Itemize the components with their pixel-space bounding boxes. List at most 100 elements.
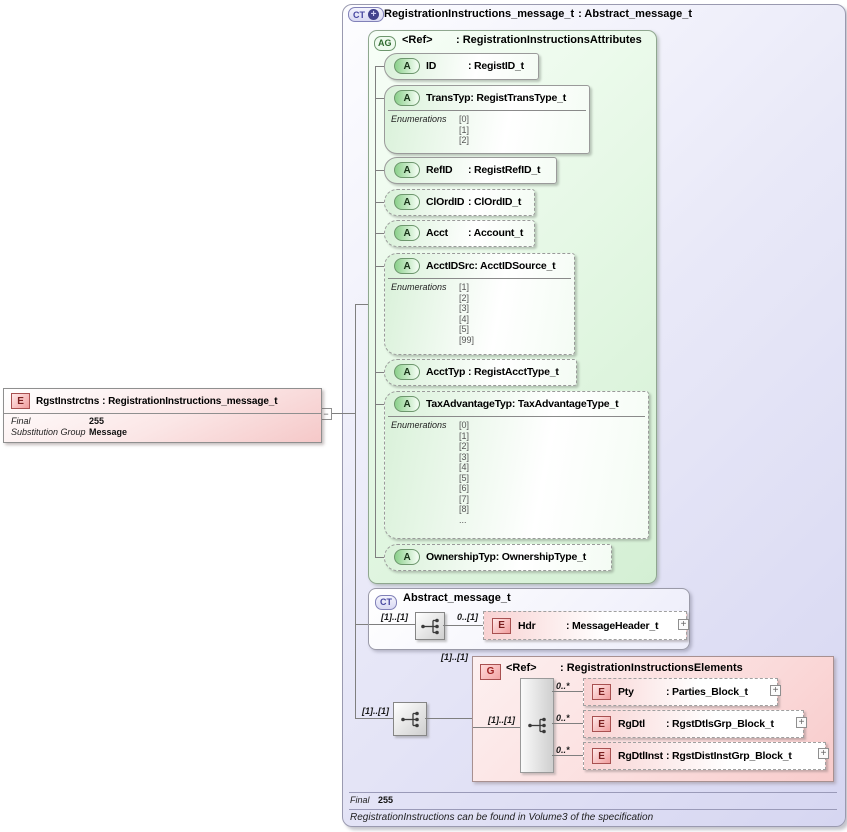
attribute-type: : ClOrdID_t — [468, 196, 522, 208]
ct-badge-label: CT — [348, 7, 366, 22]
attribute-name: ClOrdID — [426, 196, 465, 208]
substitution-group-label: Substitution Group — [11, 427, 86, 437]
footer-final-value: 255 — [378, 795, 394, 805]
enum-value: [3] — [459, 451, 470, 462]
enum-values: [0] [1] [2] — [459, 114, 469, 146]
tree-tick — [375, 372, 385, 373]
occurrence-label: [1]..[1] — [441, 652, 468, 662]
occurrence-label: 0..[1] — [457, 612, 479, 622]
base-type-title: Abstract_message_t — [403, 592, 511, 604]
enum-value: ... — [459, 514, 467, 525]
footer-final-label: Final — [350, 795, 370, 805]
element-box-hdr[interactable]: E Hdr : MessageHeader_t — [483, 611, 687, 640]
connector-line — [355, 304, 376, 305]
collapse-handle[interactable]: − — [320, 408, 332, 420]
attribute-name: OwnershipTyp — [426, 551, 496, 563]
ct-badge-small: CT — [375, 592, 397, 610]
element-type: : RgstDistInstGrp_Block_t — [666, 750, 792, 762]
connector-line — [552, 755, 583, 756]
enum-value: [1] — [459, 430, 470, 441]
element-badge: E — [592, 748, 611, 764]
attribute-badge: A — [394, 225, 420, 241]
substitution-group-value: Message — [89, 427, 128, 437]
attribute-badge: A — [394, 194, 420, 210]
divider — [4, 413, 321, 414]
enum-value: [3] — [459, 303, 470, 313]
sequence-icon[interactable] — [415, 612, 445, 640]
ag-title: <Ref>: RegistrationInstructionsAttribute… — [402, 34, 642, 46]
occurrence-label: [1]..[1] — [488, 715, 515, 725]
enum-value: [5] — [459, 472, 470, 483]
ag-badge: AG — [374, 33, 396, 51]
tree-tick — [375, 66, 385, 67]
ct-plus-icon[interactable]: + — [366, 7, 384, 22]
enumerations-label: Enumerations — [391, 282, 447, 292]
element-badge: E — [11, 393, 30, 409]
expand-button[interactable]: + — [796, 717, 807, 728]
attribute-box-transtyp[interactable]: A TransTyp: RegistTransType_t Enumeration… — [384, 85, 590, 154]
enum-value: [6] — [459, 483, 470, 493]
ct-title: RegistrationInstructions_message_t: Abst… — [384, 8, 693, 20]
attribute-badge: A — [394, 162, 420, 178]
attribute-badge: A — [394, 58, 420, 74]
element-badge: E — [592, 684, 611, 700]
enum-value: [4] — [459, 462, 470, 472]
attribute-name: TaxAdvantageTyp — [426, 398, 512, 410]
enum-value: [2] — [459, 441, 470, 451]
group-badge: G — [480, 661, 501, 680]
attribute-badge: A — [394, 90, 420, 106]
attribute-box-clordid[interactable]: A ClOrdID: ClOrdID_t — [384, 189, 535, 216]
enum-values: [1] [2] [3] [4] [5] [99] — [459, 282, 474, 345]
element-badge: E — [492, 617, 511, 634]
attribute-type: : RegistTransType_t — [470, 92, 567, 104]
connector-line — [425, 718, 472, 719]
attribute-name: TransTyp — [426, 92, 471, 104]
divider — [349, 792, 837, 793]
attribute-name: RefID — [426, 164, 453, 176]
occurrence-label: [1]..[1] — [362, 706, 389, 716]
sequence-icon[interactable] — [393, 702, 427, 736]
attribute-type: : OwnershipType_t — [495, 551, 587, 563]
attribute-type: : AcctIDSource_t — [474, 260, 556, 272]
element-name: RgDtl — [618, 718, 645, 730]
tree-tick — [375, 233, 385, 234]
element-name: Hdr — [518, 619, 536, 632]
attribute-name: AcctTyp — [426, 366, 466, 378]
element-type: : Parties_Block_t — [666, 686, 748, 698]
sequence-bar[interactable] — [520, 678, 554, 773]
attribute-type: : RegistAcctType_t — [468, 366, 559, 378]
enum-value: [1] — [459, 124, 470, 135]
attribute-type: : RegistID_t — [468, 60, 524, 72]
enum-value: [2] — [459, 135, 470, 145]
expand-button[interactable]: + — [678, 619, 689, 630]
final-value: 255 — [89, 416, 105, 426]
enumerations-label: Enumerations — [391, 114, 447, 124]
connector-line — [369, 624, 415, 625]
divider — [388, 416, 645, 417]
tree-tick — [375, 98, 385, 99]
connector-line — [355, 624, 369, 625]
expand-button[interactable]: + — [818, 748, 829, 759]
sequence-glyph — [400, 711, 419, 727]
enum-value: [7] — [459, 493, 470, 504]
occurrence-label: 0..* — [556, 681, 570, 691]
connector-line — [552, 723, 583, 724]
attribute-type: : TaxAdvantageType_t — [511, 398, 619, 410]
expand-button[interactable]: + — [770, 685, 781, 696]
enum-value: [0] — [459, 114, 470, 124]
root-element-name: RgstInstrctns — [36, 395, 100, 407]
element-type: : MessageHeader_t — [566, 619, 659, 632]
connector-line — [332, 413, 355, 414]
